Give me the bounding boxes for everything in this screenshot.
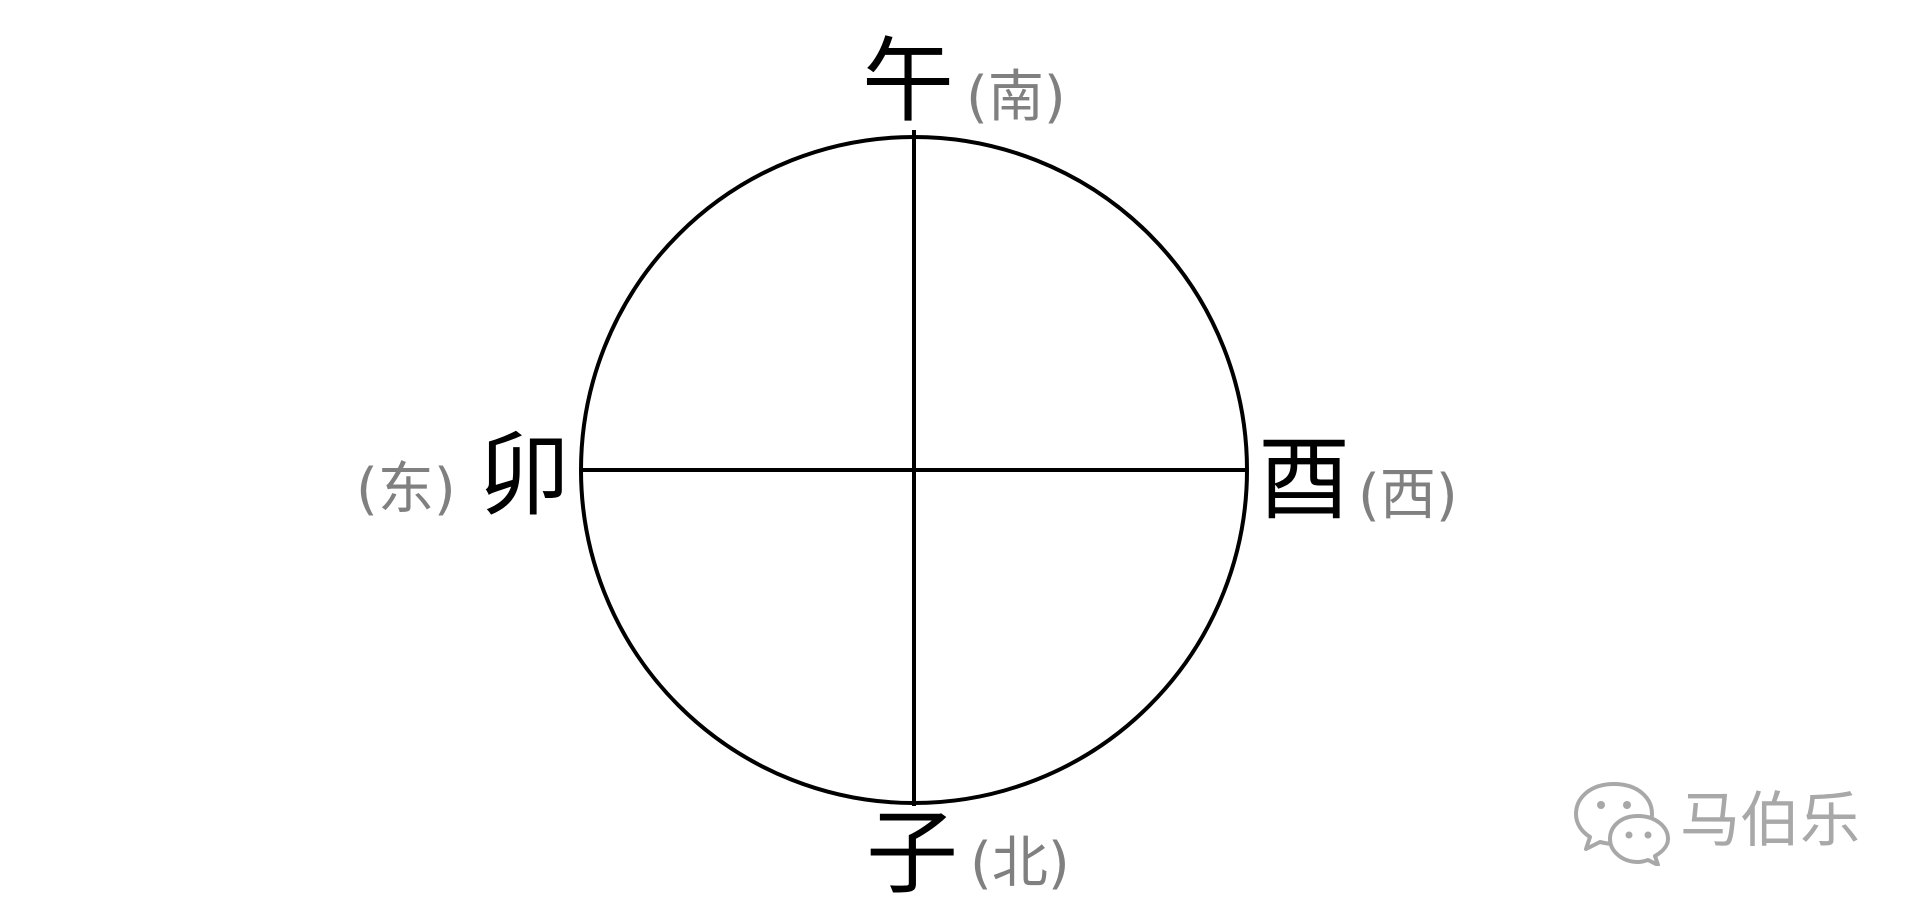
direction-label-south: (南) — [966, 65, 1066, 130]
watermark: 马伯乐 — [1572, 776, 1860, 866]
branch-label-top: 午 — [862, 28, 955, 135]
direction-label-east: (东) — [356, 457, 456, 522]
wechat-icon — [1574, 782, 1670, 866]
branch-label-bottom: 子 — [866, 800, 959, 907]
branch-label-right: 酉 — [1258, 426, 1351, 533]
watermark-text: 马伯乐 — [1680, 786, 1860, 856]
direction-label-west: (西) — [1358, 463, 1458, 528]
branch-label-left: 卯 — [478, 422, 571, 529]
direction-label-north: (北) — [970, 831, 1070, 896]
